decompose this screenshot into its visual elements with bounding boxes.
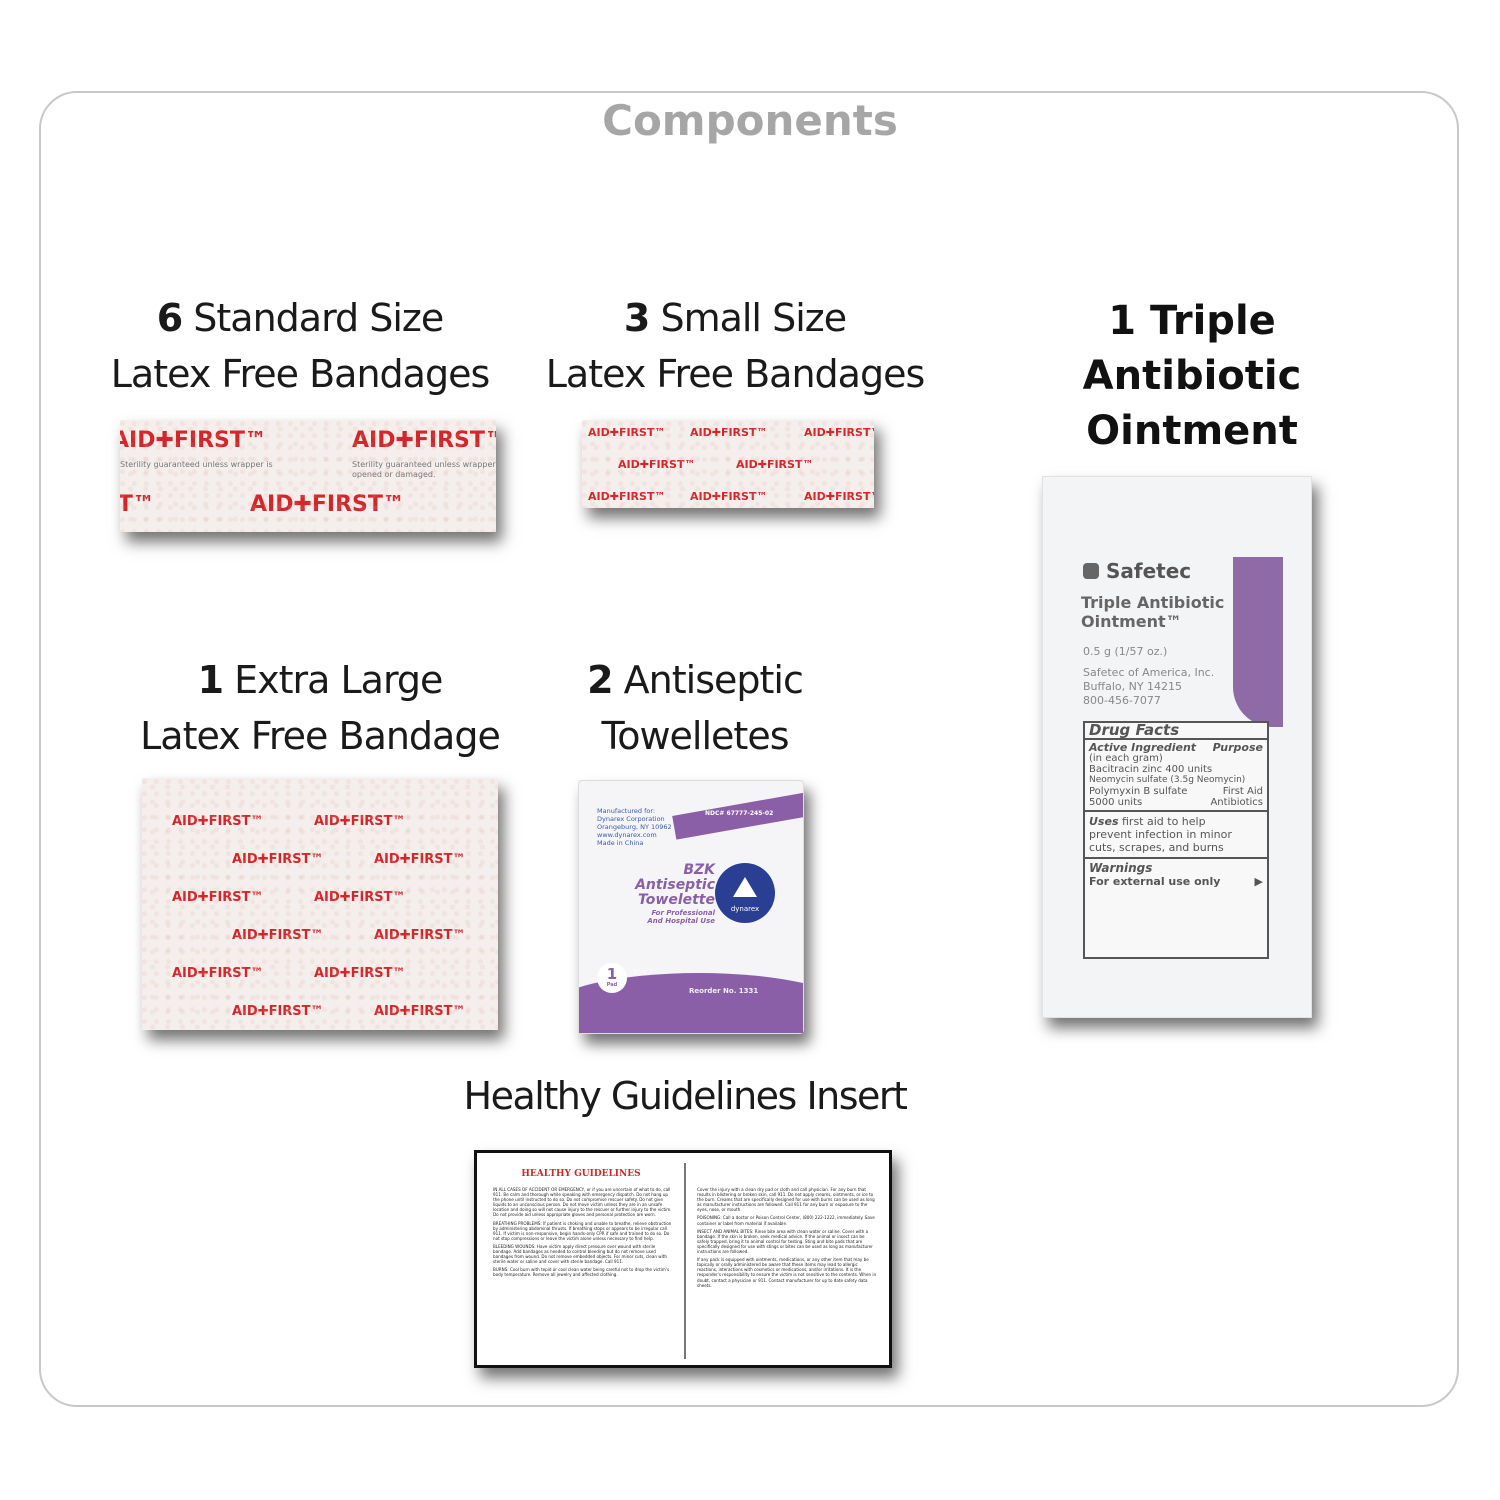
caption-small-bandages: 3 Small Size Latex Free Bandages — [540, 290, 930, 402]
caption-line2: Latex Free Bandages — [110, 352, 491, 396]
guidelines-insert-image: HEALTHY GUIDELINES IN ALL CASES OF ACCID… — [474, 1150, 892, 1368]
caption-towelettes: 2 Antiseptic Towelletes — [540, 652, 850, 764]
bandage-brand: AID✚FIRST™ — [374, 928, 466, 943]
ointment-maker: 0.5 g (1/57 oz.) Safetec of America, Inc… — [1083, 645, 1215, 707]
bandage-brand: AID✚FIRST™ — [736, 458, 814, 471]
bandage-brand: AID✚FIRST™ — [618, 458, 696, 471]
bandage-brand: AID✚FIRST™ — [374, 852, 466, 867]
caption-line2: Antibiotic — [1082, 353, 1302, 399]
bandage-brand: AID✚FIRST™ — [232, 852, 324, 867]
bandage-brand: AID✚FIRST™ — [314, 966, 406, 981]
drug-facts-box: Drug Facts Active Ingredient Purpose (in… — [1083, 721, 1269, 959]
bandage-fine-print: opened or damaged. — [352, 470, 436, 479]
bandage-brand: AID✚FIRST™ — [588, 426, 666, 439]
caption-xl-bandage: 1 Extra Large Latex Free Bandage — [130, 652, 510, 764]
bandage-brand: AID✚FIRST™ — [804, 490, 874, 503]
towelette-name: BZK Antiseptic Towelette — [635, 862, 715, 908]
caption-line2: Latex Free Bandages — [545, 352, 926, 396]
caption-line2: Towelletes — [601, 714, 789, 758]
caption-count: 2 — [587, 658, 613, 702]
towelette-size: 5" × 7" — [633, 969, 655, 976]
bandage-fine-print: Sterility guaranteed unless wrapper is — [352, 460, 496, 469]
bandage-brand: AID✚FIRST™ — [120, 492, 155, 517]
bandage-brand: AID✚FIRST™ — [232, 1004, 324, 1019]
bandage-brand: AID✚FIRST™ — [314, 814, 406, 829]
towelette-use: For Professional And Hospital Use — [647, 909, 715, 925]
caption-count: 6 — [156, 296, 183, 340]
bandage-brand: AID✚FIRST™ — [804, 426, 874, 439]
towelette-packet-image: Manufactured for: Dynarex Corporation Or… — [578, 780, 804, 1034]
ointment-name: Triple Antibiotic Ointment™ — [1081, 593, 1225, 631]
caption-line1: 1 Triple — [1108, 298, 1276, 344]
caption-line2: Latex Free Bandage — [140, 714, 501, 758]
bandage-brand: AID✚FIRST™ — [172, 814, 264, 829]
towelette-maker: Manufactured for: Dynarex Corporation Or… — [597, 807, 672, 847]
guidelines-heading: HEALTHY GUIDELINES — [521, 1169, 641, 1179]
caption-line1: Extra Large — [234, 658, 443, 702]
bandage-brand: AID✚FIRST™ — [232, 928, 324, 943]
dynarex-logo-icon: dynarex — [715, 863, 775, 923]
components-frame — [39, 91, 1459, 1407]
bandage-brand: AID✚FIRST™ — [690, 426, 768, 439]
page-title: Components — [602, 96, 898, 145]
caption-line1: Antiseptic — [623, 658, 804, 702]
small-bandage-image: AID✚FIRST™ AID✚FIRST™ AID✚FIRST™ AID✚FIR… — [582, 420, 874, 508]
xl-bandage-image: AID✚FIRST™ AID✚FIRST™ AID✚FIRST™ AID✚FIR… — [142, 778, 498, 1030]
bandage-brand: AID✚FIRST™ — [172, 890, 264, 905]
caption-line3: Ointment — [1086, 408, 1298, 454]
caption-standard-bandages: 6 Standard Size Latex Free Bandages — [110, 290, 491, 402]
caption-insert: Healthy Guidelines Insert — [463, 1074, 908, 1118]
bandage-brand: AID✚FIRST™ — [374, 1004, 466, 1019]
caption-line1: Small Size — [660, 296, 847, 340]
guidelines-left-column: IN ALL CASES OF ACCIDENT OR EMERGENCY, o… — [493, 1187, 672, 1278]
bandage-brand: AID✚FIRST™ — [250, 492, 405, 517]
towelette-reorder: Reorder No. 1331 — [689, 987, 759, 995]
caption-count: 1 — [197, 658, 224, 702]
bandage-brand: AID✚FIRST™ — [352, 428, 496, 453]
caption-line1: Standard Size — [193, 296, 444, 340]
bandage-brand: AID✚FIRST™ — [588, 490, 666, 503]
bandage-brand: AID✚FIRST™ — [314, 890, 406, 905]
bandage-brand: AID✚FIRST™ — [172, 966, 264, 981]
bandage-brand: AID✚FIRST™ — [690, 490, 768, 503]
caption-ointment: 1 Triple Antibiotic Ointment — [1042, 294, 1342, 459]
standard-bandage-image: AID✚FIRST™ AID✚FIRST™ Sterility guarante… — [120, 420, 496, 532]
bandage-brand: AID✚FIRST™ — [120, 428, 267, 453]
ointment-packet-image: Safetec Triple Antibiotic Ointment™ 0.5 … — [1042, 476, 1312, 1018]
towelette-count-badge: 1 Pad — [597, 963, 627, 993]
guidelines-right-column: Cover the injury with a clean dry pad or… — [697, 1187, 877, 1288]
caption-count: 3 — [623, 296, 650, 340]
safetec-logo: Safetec — [1083, 559, 1191, 583]
safetec-logo-icon — [1083, 563, 1099, 579]
towelette-ndc: NDC# 67777-245-02 — [705, 810, 774, 817]
bandage-fine-print: Sterility guaranteed unless wrapper is — [120, 460, 273, 469]
